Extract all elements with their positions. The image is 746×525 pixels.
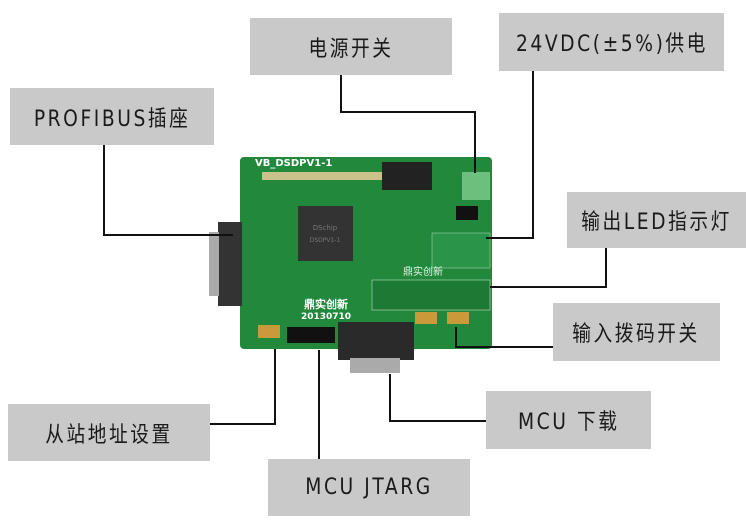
dip-switch-input-1 bbox=[415, 312, 437, 324]
label-slave-address: 从站地址设置 bbox=[8, 404, 210, 461]
chip-model-text: DSDPV1-1 bbox=[310, 237, 341, 244]
board-logo: 鼎实创新 bbox=[304, 297, 348, 311]
label-text: 24VDC(±5%)供电 bbox=[515, 32, 708, 57]
leader-line-profibus bbox=[103, 145, 233, 236]
label-text: PROFIBUS插座 bbox=[33, 106, 191, 132]
leader-line-mcu-download bbox=[389, 374, 486, 422]
label-text: MCU 下载 bbox=[517, 410, 620, 435]
label-mcu-download: MCU 下载 bbox=[486, 391, 651, 449]
label-mcu-jtag: MCU JTARG bbox=[268, 459, 470, 516]
leader-line-power-switch bbox=[340, 75, 476, 173]
jtag-header bbox=[287, 327, 335, 343]
label-text: MCU JTARG bbox=[305, 475, 433, 500]
download-db9-connector bbox=[338, 322, 414, 360]
leader-line-power-supply bbox=[486, 71, 534, 239]
dip-switch-address bbox=[258, 325, 280, 338]
leader-line-input-dip bbox=[455, 327, 553, 348]
leader-line-output-led bbox=[490, 248, 607, 288]
power-switch-part bbox=[456, 206, 478, 220]
board-logo-small: 鼎实创新 bbox=[403, 265, 443, 278]
leader-line-slave-address bbox=[210, 349, 276, 425]
pcb-board: DSchip DSDPV1-1 VB_DSDPV1-1 鼎实创新 鼎实创新 20… bbox=[209, 157, 492, 373]
board-model-text: VB_DSDPV1-1 bbox=[255, 158, 332, 169]
label-text: 电源开关 bbox=[308, 36, 394, 62]
relay bbox=[382, 162, 432, 190]
label-profibus-socket: PROFIBUS插座 bbox=[10, 88, 214, 145]
label-input-dip-switch: 输入拨码开关 bbox=[553, 303, 720, 361]
main-chip bbox=[298, 206, 353, 261]
label-power-supply: 24VDC(±5%)供电 bbox=[499, 13, 724, 71]
terminal-block bbox=[462, 172, 490, 200]
label-text: 输出LED指示灯 bbox=[581, 210, 732, 235]
board-date: 20130710 bbox=[301, 312, 351, 322]
led-array bbox=[371, 279, 491, 311]
label-output-led: 输出LED指示灯 bbox=[567, 192, 746, 248]
label-text: 从站地址设置 bbox=[45, 422, 173, 448]
label-text: 输入拨码开关 bbox=[572, 322, 701, 347]
chip-brand-text: DSchip bbox=[313, 224, 338, 232]
label-power-switch: 电源开关 bbox=[250, 18, 452, 75]
dip-switch-input-2 bbox=[447, 312, 469, 324]
